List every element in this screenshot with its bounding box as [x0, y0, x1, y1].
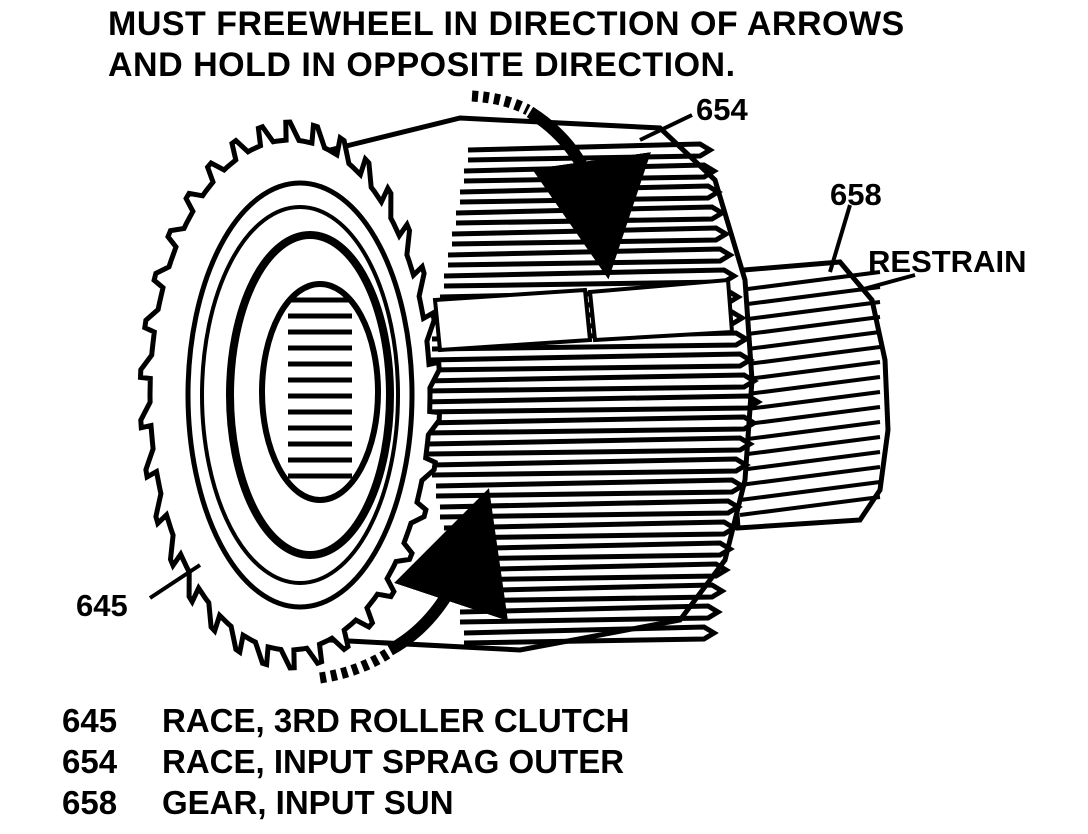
- callout-654: 654: [696, 92, 748, 127]
- callout-645: 645: [76, 588, 128, 623]
- leader-645: [148, 563, 202, 600]
- race-spline: [423, 372, 759, 394]
- sun-gear-tooth: [739, 345, 881, 367]
- leader-restrain: [859, 273, 916, 292]
- race-spline: [427, 435, 755, 457]
- race-spline: [439, 498, 743, 520]
- sun-gear-tooth: [739, 390, 881, 412]
- legend-part-number: 645: [62, 702, 118, 739]
- caption-line-2: AND HOLD IN OPPOSITE DIRECTION.: [108, 46, 736, 84]
- race-spline: [431, 456, 751, 478]
- sun-gear-tooth: [739, 465, 881, 487]
- caption-line-1: MUST FREEWHEEL IN DIRECTION OF ARROWS: [108, 5, 905, 43]
- input-sun-gear: [717, 259, 891, 531]
- leader-658: [828, 204, 852, 273]
- legend-part-description: RACE, INPUT SPRAG OUTER: [162, 743, 625, 780]
- sun-gear-tooth: [739, 495, 881, 517]
- race-spline: [435, 477, 747, 499]
- legend-part-number: 658: [62, 784, 118, 821]
- sun-gear-tooth: [739, 450, 881, 472]
- legend-row: 658 GEAR, INPUT SUN: [62, 782, 630, 823]
- race-spline: [459, 603, 723, 625]
- sun-gear-tooth: [739, 285, 881, 307]
- leader-654: [639, 113, 693, 142]
- race-spline: [427, 351, 755, 373]
- callout-658: 658: [830, 177, 882, 212]
- legend-row: 654 RACE, INPUT SPRAG OUTER: [62, 741, 630, 782]
- legend-part-description: GEAR, INPUT SUN: [162, 784, 454, 821]
- freewheel-arrow-bottom: [319, 488, 508, 684]
- sun-gear-tooth: [739, 375, 881, 397]
- freewheel-arrow-top: [471, 90, 651, 280]
- parts-legend: 645 RACE, 3RD ROLLER CLUTCH 654 RACE, IN…: [62, 700, 630, 823]
- sun-gear-tooth: [739, 315, 881, 337]
- sun-gear-tooth: [739, 330, 881, 352]
- roller-clutch-race: [137, 119, 443, 671]
- race-spline: [455, 582, 727, 604]
- legend-row: 645 RACE, 3RD ROLLER CLUTCH: [62, 700, 630, 741]
- race-spline: [443, 519, 739, 541]
- instruction-caption: MUST FREEWHEEL IN DIRECTION OF ARROWS AN…: [108, 4, 1038, 86]
- race-spline: [423, 414, 759, 436]
- sun-gear-tooth: [739, 300, 881, 322]
- sun-gear-tooth: [739, 360, 881, 382]
- sun-gear-tooth: [739, 270, 881, 292]
- legend-part-number: 654: [62, 743, 118, 780]
- sun-gear-tooth: [739, 405, 881, 427]
- race-spline: [451, 561, 731, 583]
- race-spline: [419, 393, 763, 415]
- callout-restrain: RESTRAIN: [868, 244, 1026, 279]
- sun-gear-tooth: [739, 420, 881, 442]
- sun-gear-tooth: [739, 480, 881, 502]
- sun-gear-tooth: [739, 435, 881, 457]
- race-spline: [447, 540, 735, 562]
- race-spline: [463, 624, 719, 646]
- legend-part-description: RACE, 3RD ROLLER CLUTCH: [162, 702, 630, 739]
